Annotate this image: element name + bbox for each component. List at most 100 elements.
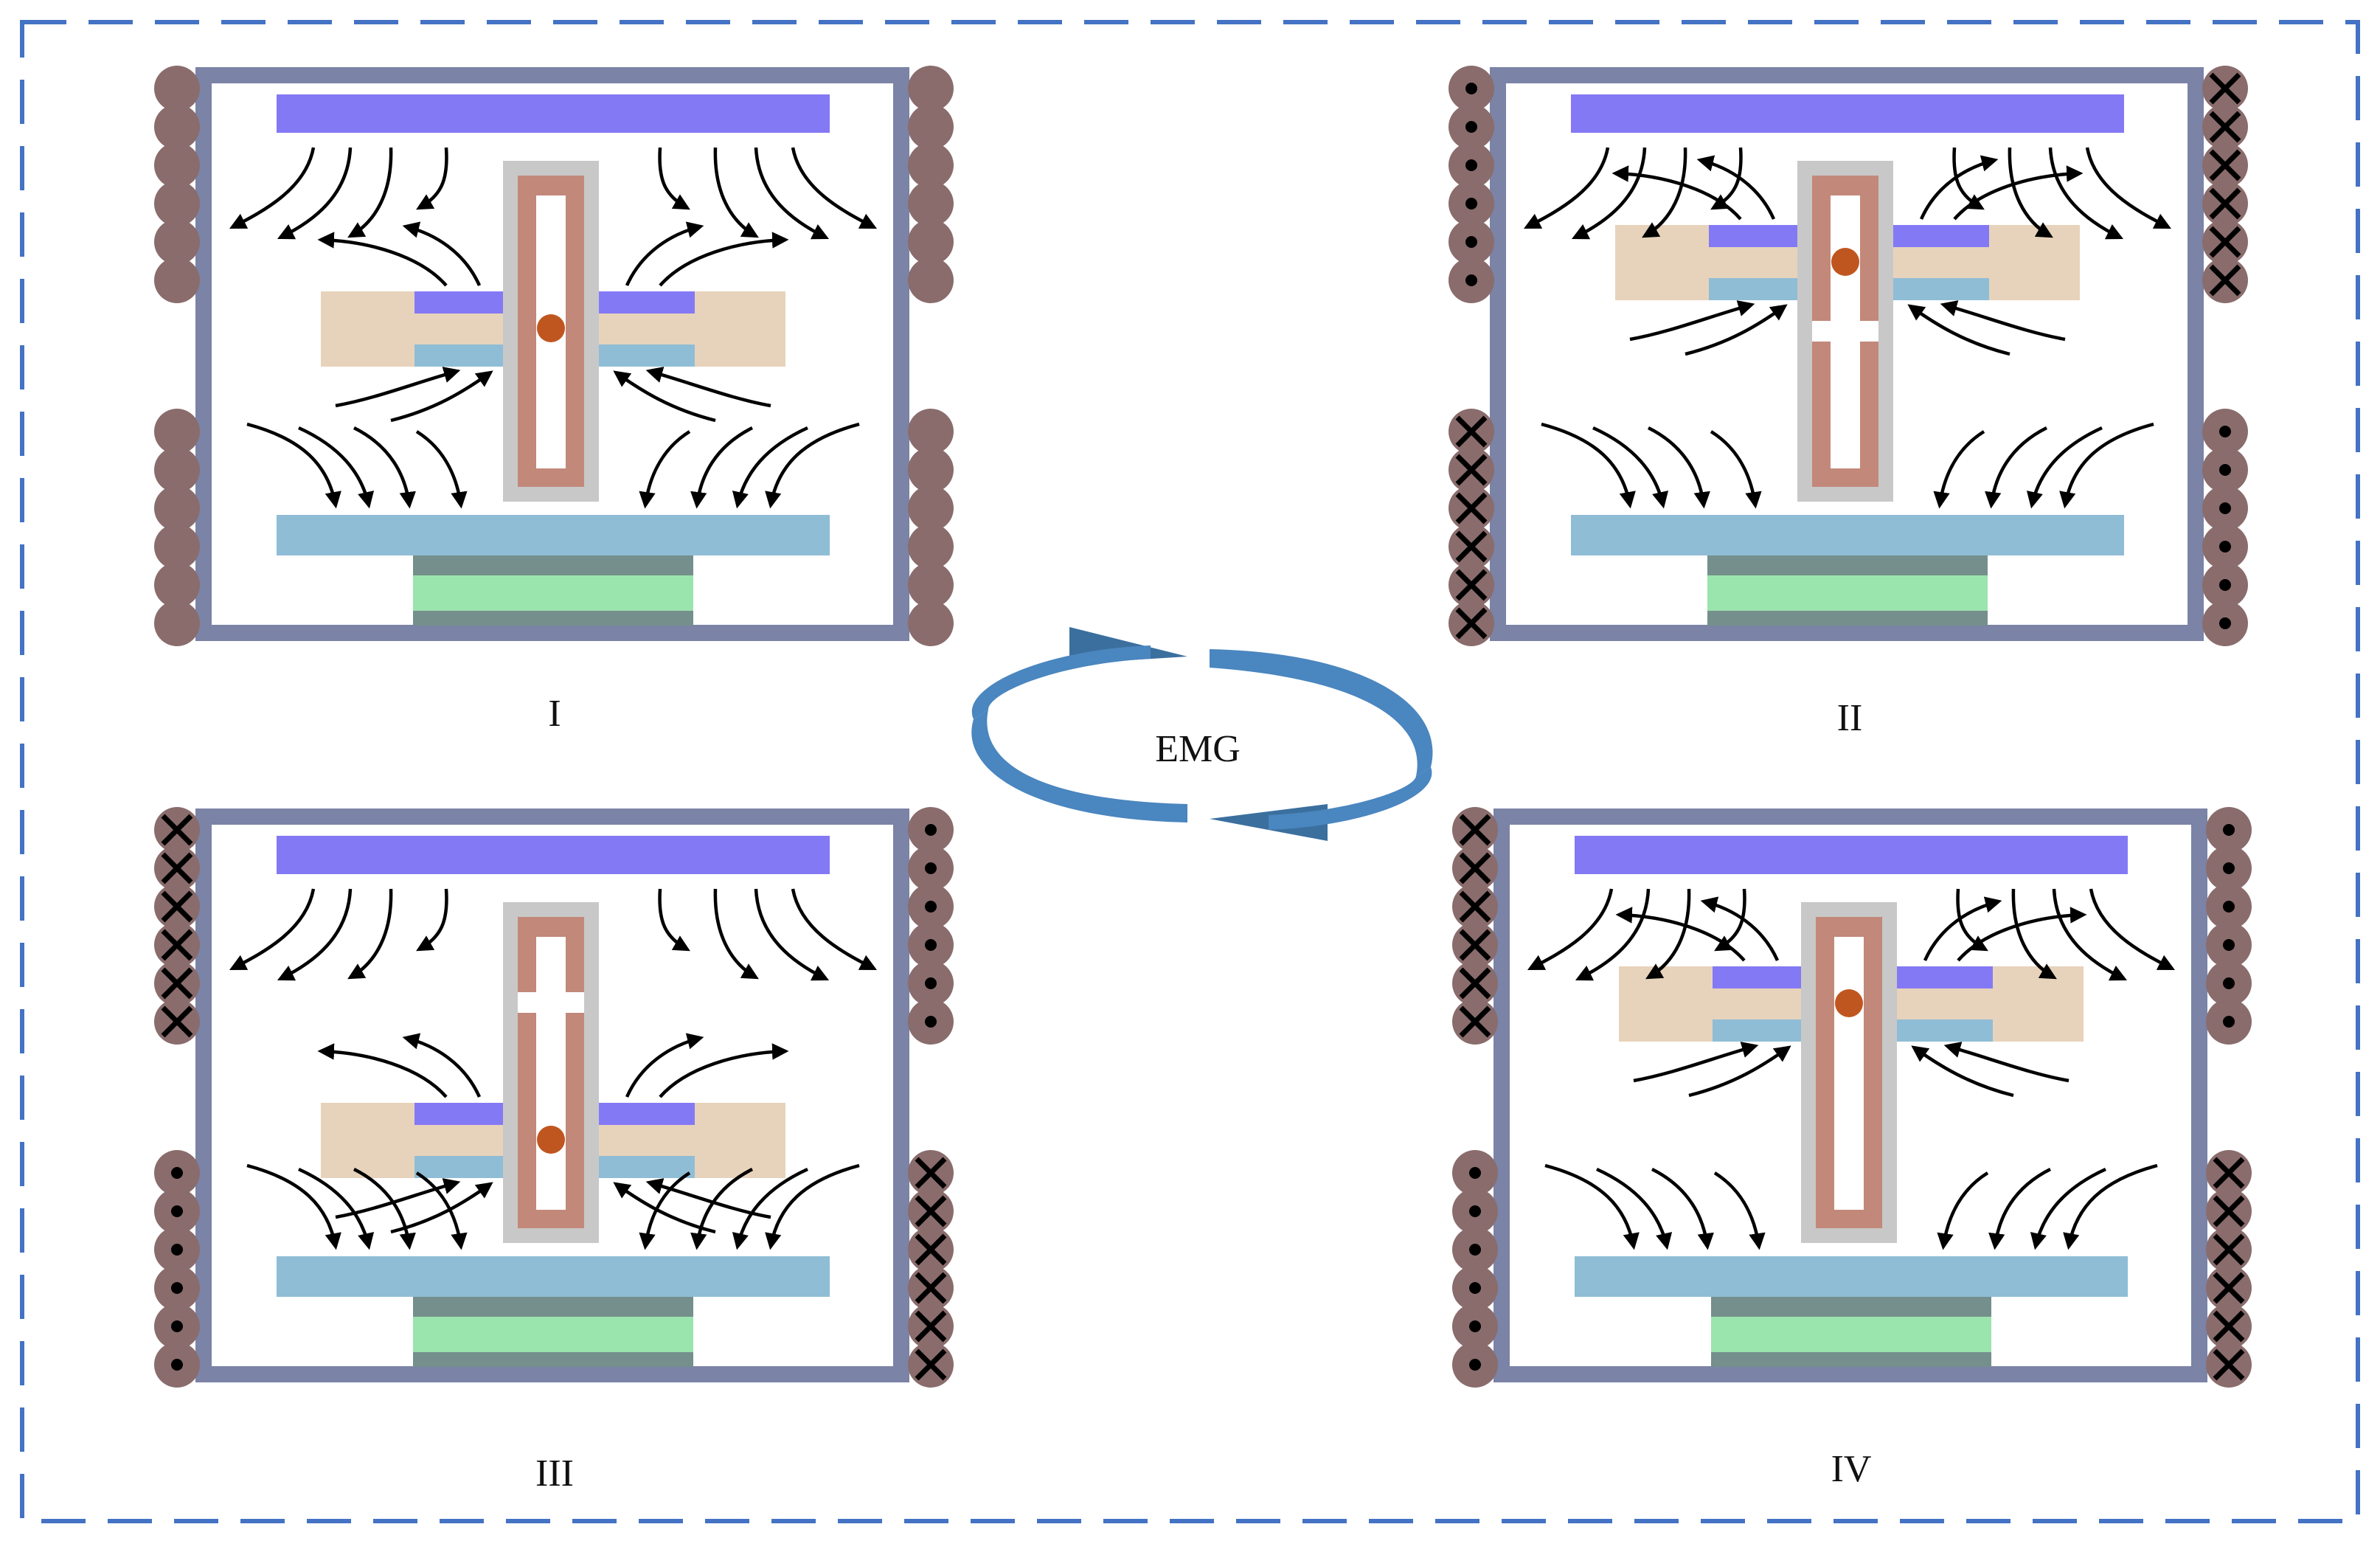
coil-turn — [154, 104, 200, 150]
coil-turn — [154, 562, 200, 608]
field-line-arrow — [277, 147, 353, 240]
current-dot-icon — [1465, 236, 1477, 248]
current-dot-icon — [1469, 1244, 1481, 1256]
field-line-arrow — [1952, 147, 1985, 210]
current-dot-icon — [171, 1244, 183, 1256]
field-line-arrow — [1957, 907, 2087, 962]
pivot-icon — [537, 314, 565, 342]
field-line-arrow — [415, 430, 468, 509]
current-cross-icon — [2213, 1310, 2245, 1343]
field-line-arrow — [1575, 888, 1651, 981]
field-line-arrow — [298, 1167, 375, 1250]
field-line-arrow — [639, 430, 691, 509]
panel-2 — [1449, 66, 2248, 646]
current-cross-icon — [1455, 415, 1488, 448]
field-line-arrow — [1615, 907, 1746, 962]
coil-turn — [154, 219, 200, 265]
field-line-arrow — [1919, 155, 1999, 220]
current-dot-icon — [2223, 901, 2235, 913]
field-line-arrow — [277, 888, 353, 981]
current-dot-icon — [2219, 579, 2231, 591]
coil-turn — [908, 66, 954, 111]
field-line-arrow — [2085, 147, 2172, 229]
base-dark-strip — [1707, 555, 1988, 575]
field-line-arrow — [2052, 888, 2128, 981]
field-line-arrow — [402, 1033, 482, 1098]
field-line-arrow — [246, 1163, 341, 1250]
base-green-block — [413, 575, 693, 611]
field-line-arrow — [317, 1043, 448, 1098]
field-line-arrow — [1943, 1042, 2070, 1083]
field-line-arrow — [1645, 888, 1691, 980]
cycle-arc-bottom — [1269, 767, 1432, 830]
current-dot-icon — [2223, 977, 2235, 989]
cycle-arrows — [971, 627, 1433, 841]
field-line-arrow — [2048, 147, 2124, 240]
field-line-arrow — [791, 147, 878, 229]
current-dot-icon — [1469, 1282, 1481, 1294]
coil-turn — [154, 181, 200, 226]
coil-turn — [908, 409, 954, 454]
field-lines — [229, 147, 878, 509]
current-cross-icon — [2209, 111, 2241, 143]
field-line-arrow — [1523, 147, 1610, 229]
coil-turn — [154, 409, 200, 454]
current-cross-icon — [2209, 264, 2241, 297]
pivot-icon — [1835, 989, 1863, 1017]
current-dot-icon — [1465, 159, 1477, 171]
field-line-arrow — [791, 888, 878, 971]
field-line-arrow — [1937, 1171, 1989, 1250]
current-cross-icon — [161, 929, 193, 961]
current-dot-icon — [1469, 1167, 1481, 1179]
coil-turn — [154, 257, 200, 303]
current-dot-icon — [2223, 862, 2235, 874]
current-dot-icon — [925, 1016, 937, 1028]
field-line-arrow — [246, 422, 341, 509]
rod-gap — [518, 992, 584, 1013]
current-cross-icon — [161, 1005, 193, 1038]
panel-1 — [154, 66, 954, 646]
field-line-arrow — [298, 426, 375, 509]
field-line-arrow — [1933, 430, 1985, 509]
base-green-block — [413, 1317, 693, 1352]
current-dot-icon — [925, 977, 937, 989]
current-dot-icon — [1465, 121, 1477, 133]
current-cross-icon — [915, 1272, 947, 1304]
panel-label-i: I — [548, 693, 561, 735]
pivot-icon — [537, 1126, 565, 1154]
current-cross-icon — [915, 1233, 947, 1266]
current-cross-icon — [2209, 226, 2241, 258]
current-cross-icon — [2213, 1348, 2245, 1381]
field-line-arrow — [2063, 1163, 2158, 1250]
coil-turn — [908, 447, 954, 493]
field-line-arrow — [229, 147, 316, 229]
field-line-arrow — [416, 147, 448, 210]
field-line-arrow — [1923, 896, 2002, 961]
field-line-arrow — [229, 888, 316, 971]
field-line-arrow — [659, 1043, 789, 1098]
top-magnet — [1571, 94, 2124, 133]
panel-3 — [154, 807, 954, 1388]
field-line-arrow — [1592, 426, 1669, 509]
panel-label-iii: III — [535, 1452, 574, 1495]
current-dot-icon — [2223, 1016, 2235, 1028]
cycle-arc-top — [971, 645, 1151, 719]
current-cross-icon — [1455, 454, 1488, 486]
pivot-icon — [1831, 248, 1859, 276]
field-line-arrow — [353, 426, 416, 509]
panel-label-ii: II — [1836, 697, 1863, 739]
coil-turn — [908, 104, 954, 150]
current-cross-icon — [2209, 149, 2241, 181]
base-dark-strip — [1711, 1352, 1991, 1367]
current-dot-icon — [1469, 1205, 1481, 1217]
field-line-arrow — [2011, 888, 2057, 980]
field-line-arrow — [645, 1178, 771, 1219]
current-cross-icon — [1455, 607, 1488, 640]
current-cross-icon — [1455, 492, 1488, 524]
rod-slot — [1834, 937, 1864, 1210]
bottom-magnet — [277, 1256, 830, 1297]
field-line-arrow — [625, 1033, 704, 1098]
current-dot-icon — [925, 862, 937, 874]
dashed-border — [20, 20, 2360, 1523]
